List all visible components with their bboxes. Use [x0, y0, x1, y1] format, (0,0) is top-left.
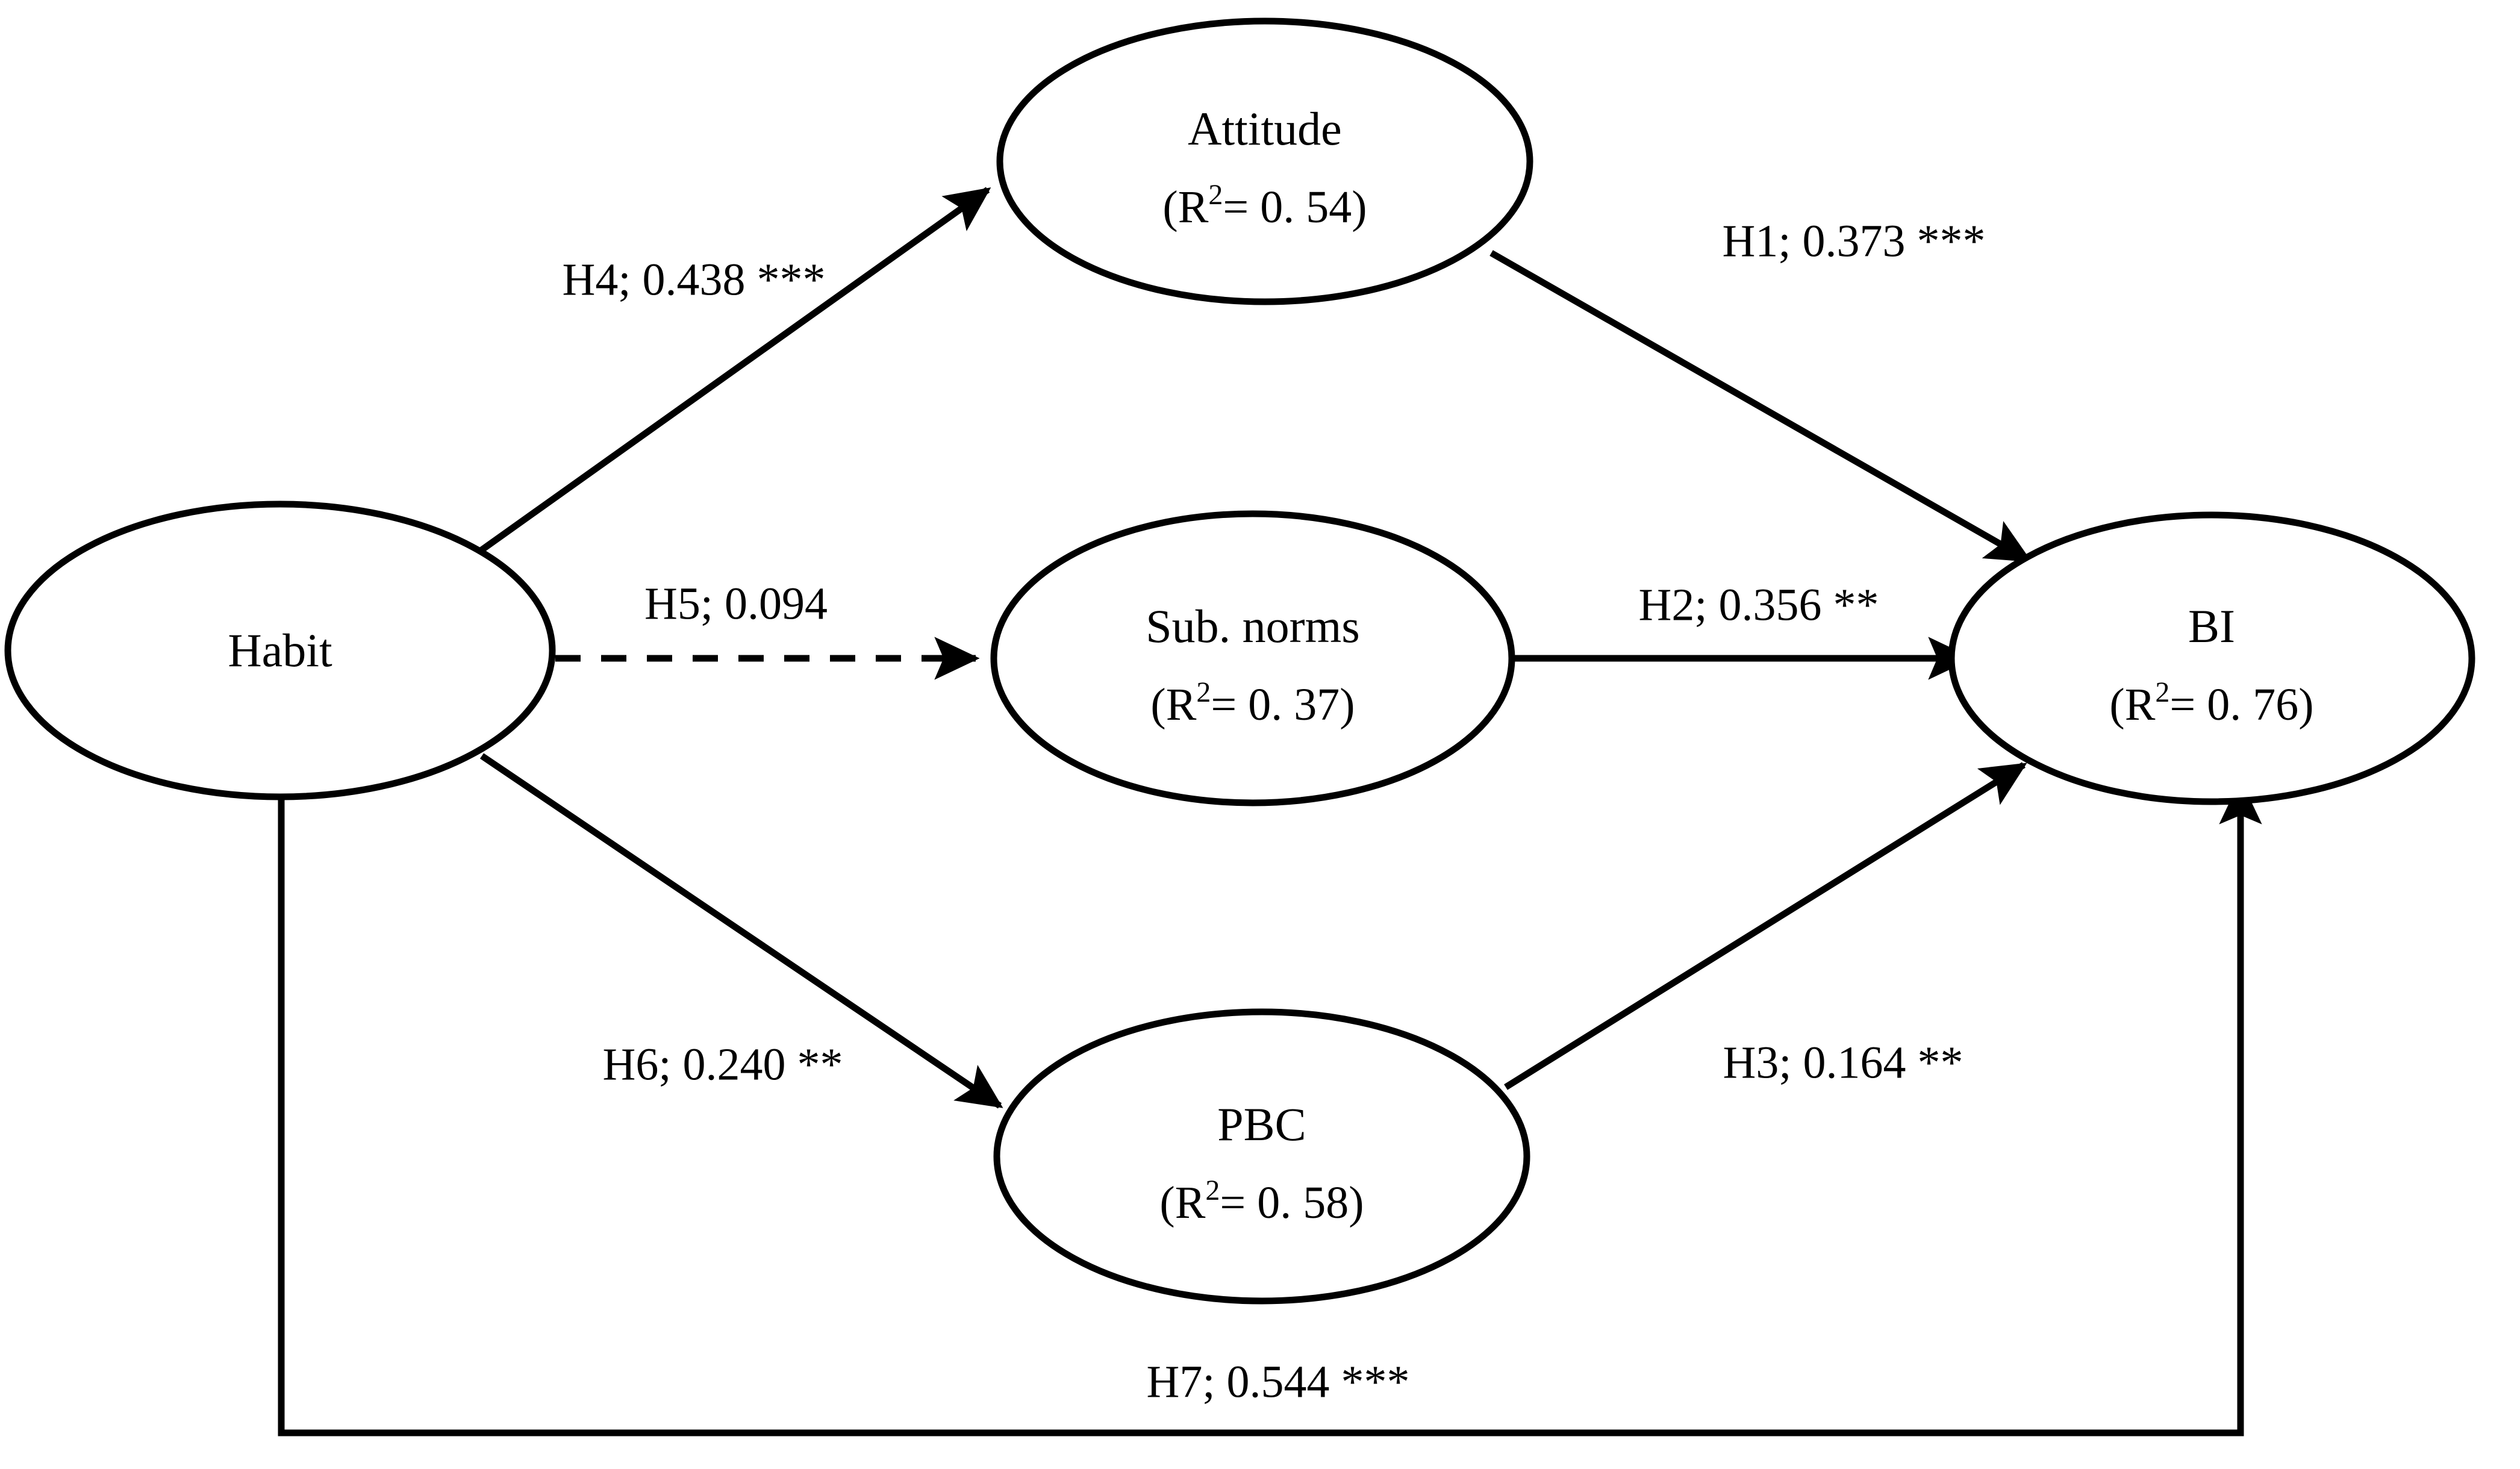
- path-h7: H7; 0.544 ***: [278, 779, 2262, 1436]
- path-h6: H6; 0.240 **: [479, 753, 1003, 1109]
- r2-superscript: 2: [2155, 676, 2169, 708]
- path-h1: H1; 0.373 ***: [1489, 216, 2032, 563]
- path-h1-line: [1489, 250, 2032, 563]
- path-h6-line: [479, 753, 1003, 1109]
- r2-prefix: (R: [2109, 679, 2155, 730]
- node-pbc-label: PBC: [1217, 1098, 1306, 1150]
- node-pbc[interactable]: PBC (R2= 0. 58): [993, 1008, 1530, 1305]
- node-attitude-ellipse[interactable]: [996, 17, 1533, 305]
- r2-prefix: (R: [1159, 1177, 1205, 1228]
- r2-superscript: 2: [1205, 1174, 1220, 1206]
- node-attitude-r2: (R2= 0. 54): [1162, 179, 1367, 232]
- r2-value-text: = 0. 76): [2169, 679, 2313, 730]
- r2-prefix: (R: [1150, 679, 1196, 730]
- node-bi-label: BI: [2188, 600, 2235, 652]
- node-habit-ellipse[interactable]: [4, 501, 556, 800]
- path-h3: H3; 0.164 **: [1504, 762, 2027, 1090]
- path-h4-label: H4; 0.438 ***: [563, 254, 826, 305]
- path-h7-line: [278, 779, 2262, 1436]
- path-h2: H2; 0.356 **: [1512, 579, 1974, 680]
- path-h6-label: H6; 0.240 **: [603, 1039, 843, 1090]
- r2-value-text: = 0. 58): [1220, 1177, 1364, 1228]
- r2-superscript: 2: [1196, 676, 1211, 708]
- r2-value-text: = 0. 37): [1211, 679, 1355, 730]
- r2-value-text: = 0. 54): [1223, 182, 1367, 232]
- node-attitude[interactable]: Attitude (R2= 0. 54): [996, 17, 1533, 305]
- node-sub-norms-label: Sub. norms: [1146, 600, 1359, 652]
- path-h1-label: H1; 0.373 ***: [1723, 216, 1986, 266]
- node-pbc-r2: (R2= 0. 58): [1159, 1174, 1364, 1228]
- path-h4-line: [478, 187, 991, 554]
- path-h3-label: H3; 0.164 **: [1723, 1037, 1963, 1088]
- node-attitude-label: Attitude: [1188, 102, 1342, 155]
- r2-superscript: 2: [1208, 179, 1223, 211]
- path-h5: H5; 0.094: [555, 578, 980, 680]
- node-bi-r2: (R2= 0. 76): [2109, 676, 2313, 730]
- node-bi-ellipse[interactable]: [1948, 511, 2475, 805]
- path-h3-line: [1504, 762, 2027, 1090]
- node-sub-norms[interactable]: Sub. norms (R2= 0. 37): [990, 510, 1515, 806]
- path-h5-label: H5; 0.094: [644, 578, 828, 629]
- path-h7-label: H7; 0.544 ***: [1147, 1356, 1410, 1407]
- node-sub-norms-ellipse[interactable]: [990, 510, 1515, 806]
- path-h2-label: H2; 0.356 **: [1639, 579, 1879, 630]
- node-bi[interactable]: BI (R2= 0. 76): [1948, 511, 2475, 805]
- r2-prefix: (R: [1162, 182, 1208, 232]
- node-habit-label: Habit: [228, 624, 332, 676]
- node-habit[interactable]: Habit: [4, 501, 556, 800]
- node-sub-norms-r2: (R2= 0. 37): [1150, 676, 1355, 730]
- path-h4: H4; 0.438 ***: [478, 187, 991, 554]
- node-pbc-ellipse[interactable]: [993, 1008, 1530, 1305]
